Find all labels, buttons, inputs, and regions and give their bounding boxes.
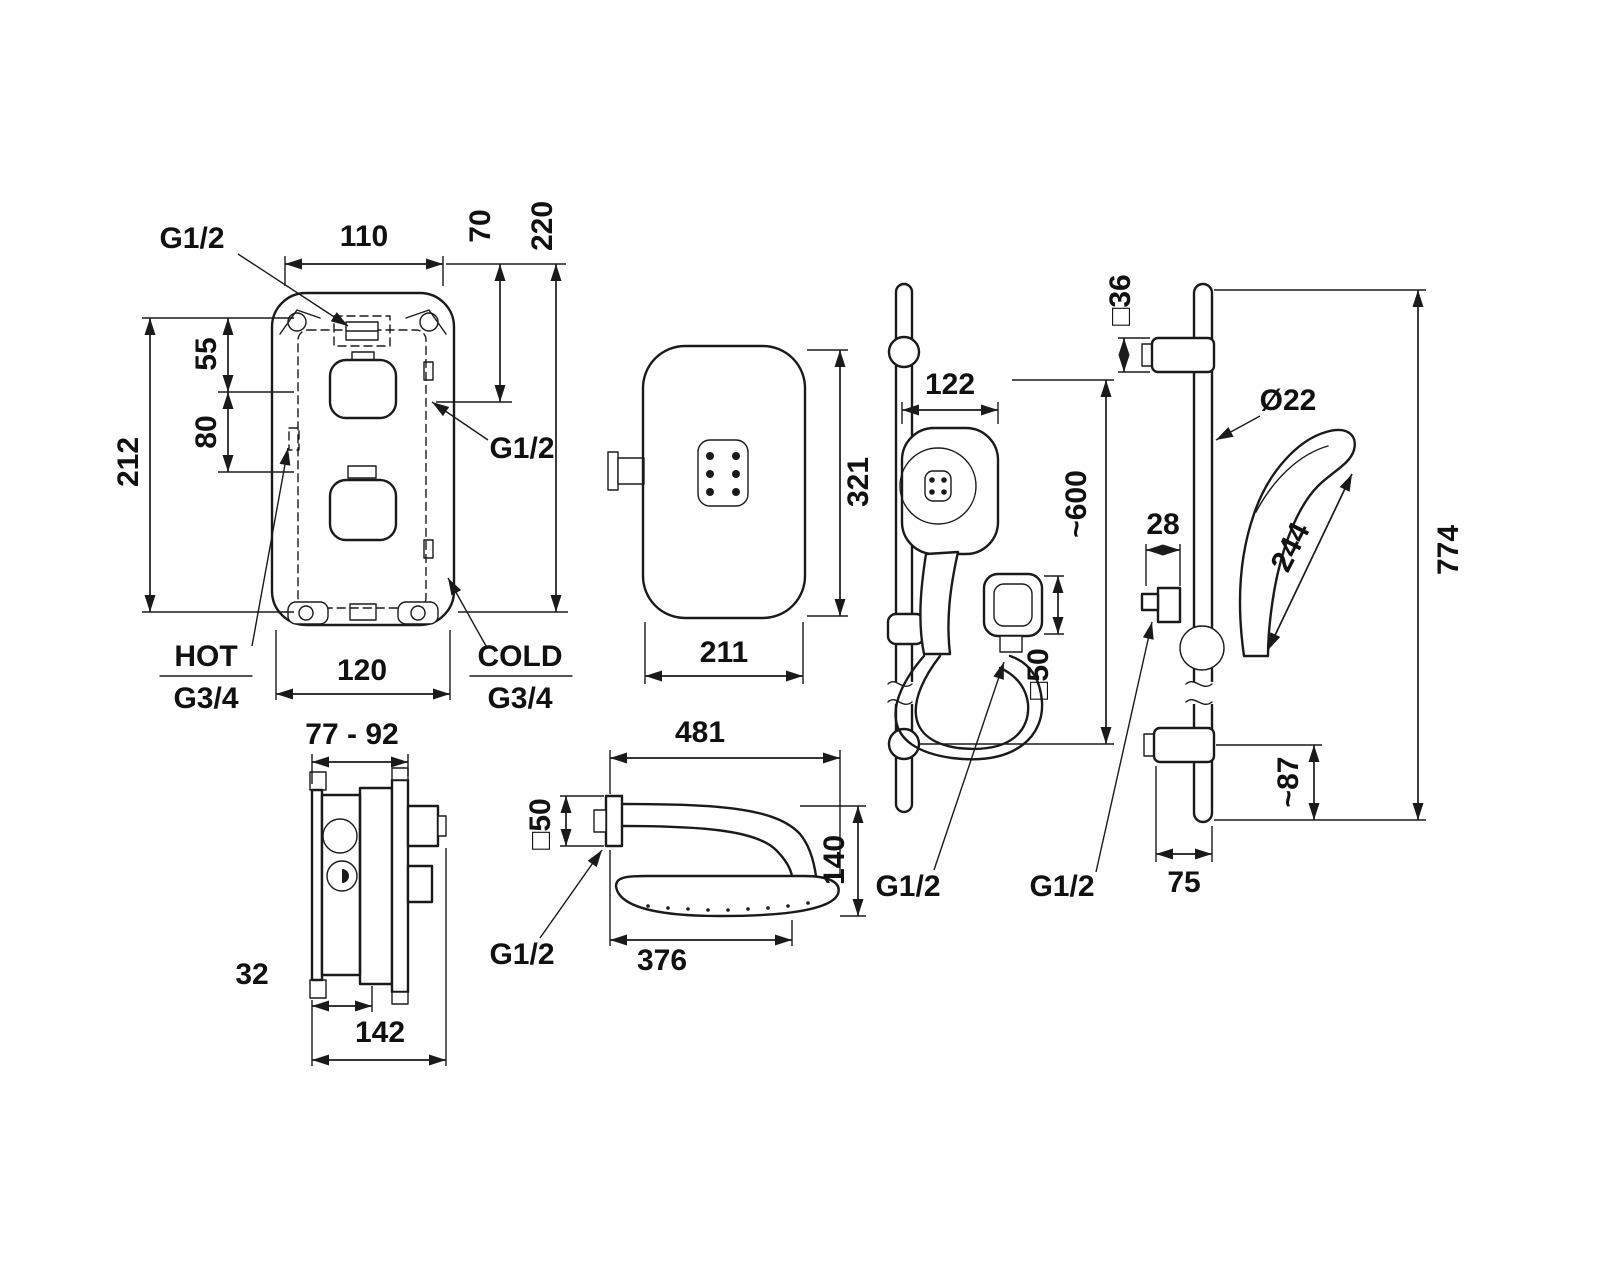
dim-outlet-50-label: □50 <box>1022 648 1055 700</box>
head-face <box>641 344 807 620</box>
rough-in-left-plate <box>310 788 324 982</box>
mixer-diverter-knob <box>328 358 398 420</box>
head-side-profile <box>614 874 840 918</box>
water-inlet-elbow <box>1156 586 1182 624</box>
hot-thread-label: G3/4 <box>173 682 238 715</box>
rail-side-thread-label: G1/2 <box>1029 870 1094 903</box>
mixer-temperature-knob <box>328 478 398 542</box>
dim-212-label: 212 <box>112 437 145 487</box>
dim-55-label: 55 <box>190 337 223 370</box>
dim-321-label: 321 <box>842 457 875 507</box>
head-nozzle-dots <box>646 901 810 912</box>
dim-220-label: 220 <box>526 201 559 251</box>
view-slide-rail-side: □36 Ø22 28 244 774 ~87 75 G1/2 <box>1029 274 1464 903</box>
dim-376-label: 376 <box>637 944 687 977</box>
dim-75-label: 75 <box>1167 866 1200 899</box>
rail-bottom-bracket-knob <box>887 727 921 761</box>
rail-front-thread-label: G1/2 <box>875 870 940 903</box>
dim-bracket-36-label: □36 <box>1104 274 1137 326</box>
cold-thread-label: G3/4 <box>487 682 552 715</box>
dim-142-label: 142 <box>355 1016 405 1049</box>
thread-top-label: G1/2 <box>159 222 224 255</box>
dim-120-label: 120 <box>337 654 387 687</box>
thread-side-label: G1/2 <box>489 432 554 465</box>
view-slide-rail-front: 122 ~600 □50 G1/2 <box>875 282 1114 903</box>
view-shower-arm-side: 481 □50 140 G1/2 376 <box>489 716 866 977</box>
dim-flange-50-label: □50 <box>524 798 557 850</box>
hot-label: HOT <box>174 640 237 673</box>
arm-thread-label: G1/2 <box>489 938 554 971</box>
dim-774-label: 774 <box>1432 525 1465 575</box>
dim-600-label: ~600 <box>1060 470 1093 538</box>
rough-in-ribbed-section <box>358 786 394 986</box>
dim-87-label: ~87 <box>1272 757 1305 808</box>
dim-481-label: 481 <box>675 716 725 749</box>
view-shower-head-front: 321 211 <box>607 344 875 684</box>
cold-label: COLD <box>478 640 563 673</box>
dim-110-label: 110 <box>340 220 388 253</box>
dim-32-label: 32 <box>235 958 268 991</box>
rail-rod-front <box>894 282 914 814</box>
rail-top-wall-bracket <box>1150 336 1216 374</box>
rail-bottom-wall-bracket <box>1152 726 1216 764</box>
view-mixer-rough-in-side: 77 - 92 32 142 <box>235 718 447 1066</box>
dim-depth-range-label: 77 - 92 <box>305 718 398 751</box>
dim-140-label: 140 <box>818 835 851 885</box>
mixer-body <box>270 291 456 627</box>
dim-211-label: 211 <box>700 636 748 669</box>
rail-top-bracket-knob <box>887 335 921 369</box>
shower-hose <box>894 654 1044 761</box>
dim-80-label: 80 <box>190 415 223 448</box>
head-center-panel <box>697 439 749 507</box>
dim-122-label: 122 <box>925 368 975 401</box>
rough-in-mounting-plate <box>390 778 410 994</box>
holder-ring-side <box>1179 625 1225 671</box>
rough-in-valve-stub <box>406 804 440 848</box>
handshower-handle <box>919 550 960 656</box>
dim-28-label: 28 <box>1146 508 1179 541</box>
arm-wall-flange <box>604 794 624 848</box>
handshower-spray-face <box>899 447 977 525</box>
handshower-holder <box>886 612 926 646</box>
view-mixer-front-elevation: G1/2 110 70 220 55 80 212 120 HOT G3/4 C… <box>112 201 573 715</box>
dim-rod-dia-label: Ø22 <box>1260 384 1317 417</box>
dim-70-label: 70 <box>464 209 497 242</box>
